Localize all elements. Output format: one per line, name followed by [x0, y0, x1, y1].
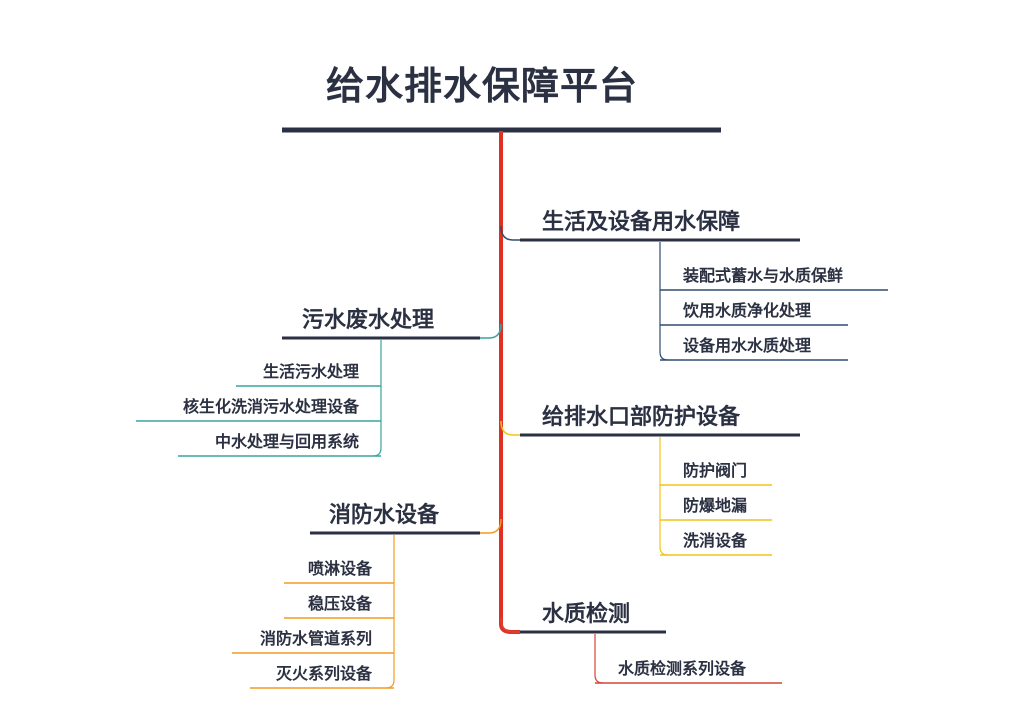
- branch-connector: [480, 518, 502, 534]
- branch-label: 生活及设备用水保障: [542, 210, 741, 235]
- leaf-label: 稳压设备: [307, 594, 372, 613]
- branch-connector: [500, 617, 520, 633]
- leaf-label: 消防水管道系列: [259, 629, 372, 648]
- branch-label: 水质检测: [542, 602, 631, 627]
- branch-label: 消防水设备: [329, 503, 440, 528]
- leaf-label: 设备用水水质处理: [683, 336, 812, 355]
- leaf-label: 水质检测系列设备: [618, 659, 747, 678]
- leaf-label: 防护阀门: [683, 461, 748, 480]
- leaf-bracket: [372, 340, 382, 457]
- leaf-label: 中水处理与回用系统: [214, 432, 359, 451]
- leaf-bracket: [659, 437, 669, 556]
- leaf-label: 灭火系列设备: [275, 664, 372, 683]
- leaf-label: 核生化洗消污水处理设备: [182, 397, 359, 416]
- branch-connector: [500, 420, 520, 436]
- leaf-label: 防爆地漏: [683, 496, 748, 515]
- branch-connector: [500, 225, 520, 241]
- branch-label: 给排水口部防护设备: [542, 405, 741, 430]
- leaf-label: 饮用水质净化处理: [683, 301, 812, 320]
- leaf-bracket: [385, 535, 395, 689]
- branch-label: 污水废水处理: [302, 308, 435, 333]
- leaf-label: 装配式蓄水与水质保鲜: [683, 266, 844, 285]
- leaf-label: 洗消设备: [683, 531, 748, 550]
- leaf-bracket: [659, 242, 669, 361]
- root-title: 给水排水保障平台: [326, 64, 639, 108]
- leaf-label: 喷淋设备: [307, 559, 372, 578]
- branch-connector: [480, 323, 502, 339]
- leaf-bracket: [594, 634, 604, 684]
- leaf-label: 生活污水处理: [262, 362, 359, 381]
